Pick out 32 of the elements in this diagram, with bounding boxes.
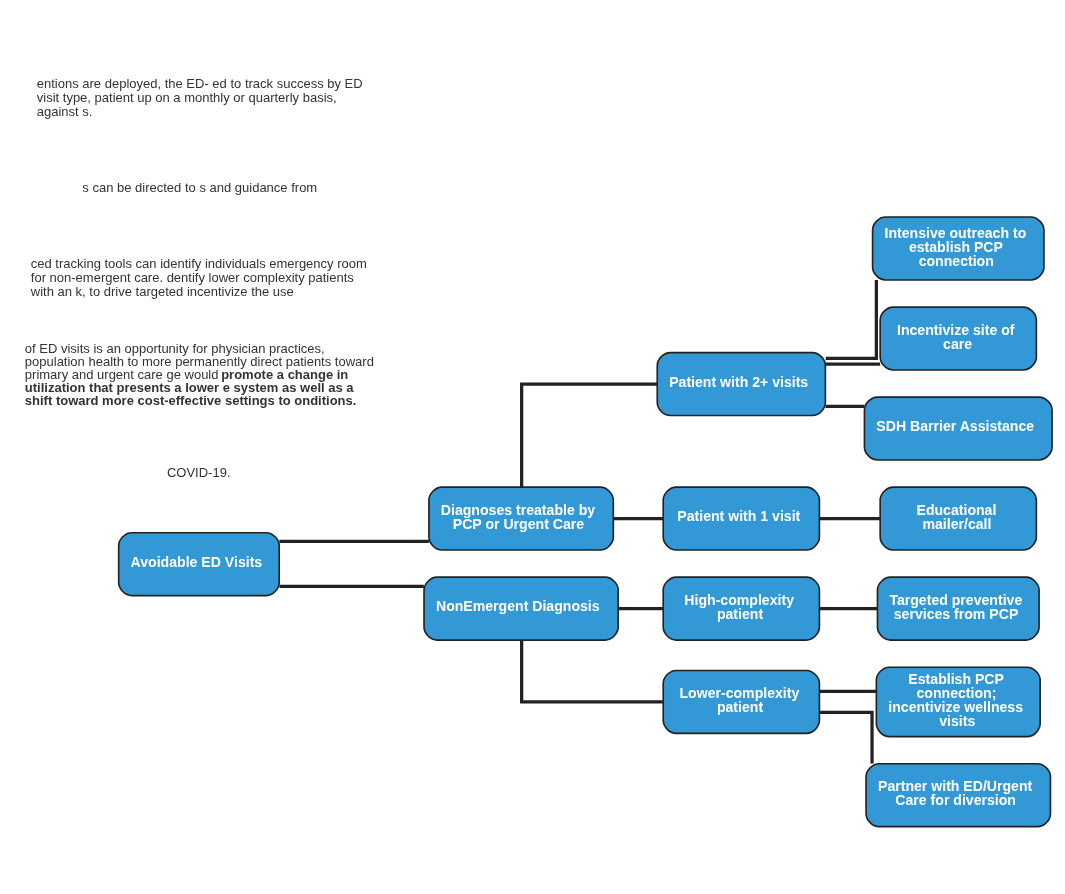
label: of ED visits is an opportunity for physician practices, population health to more permanently direct patients toward primary and urgent care ge would promote a change in utilization that presents a lower e system as well as a shift toward more cost-effective settings to onditions.	[24, 341, 374, 409]
connector	[819, 516, 881, 521]
connector	[819, 689, 877, 694]
label: s can be directed to s and guidance from	[82, 180, 318, 196]
connector	[279, 584, 424, 588]
node-box: High-complexity patient	[662, 576, 821, 641]
node-box: Lower-complexity patient	[662, 669, 821, 735]
node-box: Targeted preventive services from PCP	[876, 576, 1040, 641]
connector	[520, 640, 663, 704]
label: ced tracking tools can identify individuals emergency room for non-emergent care. dentify lower complexity patients with an k, to drive targeted incentivize the use	[30, 256, 367, 300]
node-box: Avoidable ED Visits	[117, 531, 281, 597]
node-box: SDH Barrier Assistance	[863, 396, 1053, 461]
node-box: Partner with ED/Urgent Care for diversion	[865, 762, 1052, 828]
node-box: Incentivize site of care	[879, 306, 1038, 371]
connector	[520, 382, 657, 488]
connector	[819, 607, 878, 611]
connector	[279, 539, 429, 543]
label: entions are deployed, the ED- ed to track success by ED visit type, patient up on a monthly or quarterly basis, against s.	[36, 76, 363, 120]
node-box: Intensive outreach to establish PCP connection	[871, 216, 1045, 281]
node-box: Educational mailer/call	[879, 486, 1038, 551]
label: COVID-19.	[166, 465, 231, 481]
connector	[825, 404, 865, 408]
node-box: Patient with 1 visit	[662, 486, 821, 551]
node-box: Diagnoses treatable by PCP or Urgent Care	[428, 486, 615, 551]
connector	[825, 280, 878, 361]
connector	[613, 516, 664, 521]
node-box: NonEmergent Diagnosis	[423, 576, 619, 641]
node-box: Patient with 2+ visits	[656, 351, 827, 417]
connector	[819, 710, 874, 764]
connector	[825, 362, 881, 366]
node-box: Establish PCP connection; incentivize wellness visits	[875, 666, 1041, 738]
connector	[618, 607, 664, 611]
